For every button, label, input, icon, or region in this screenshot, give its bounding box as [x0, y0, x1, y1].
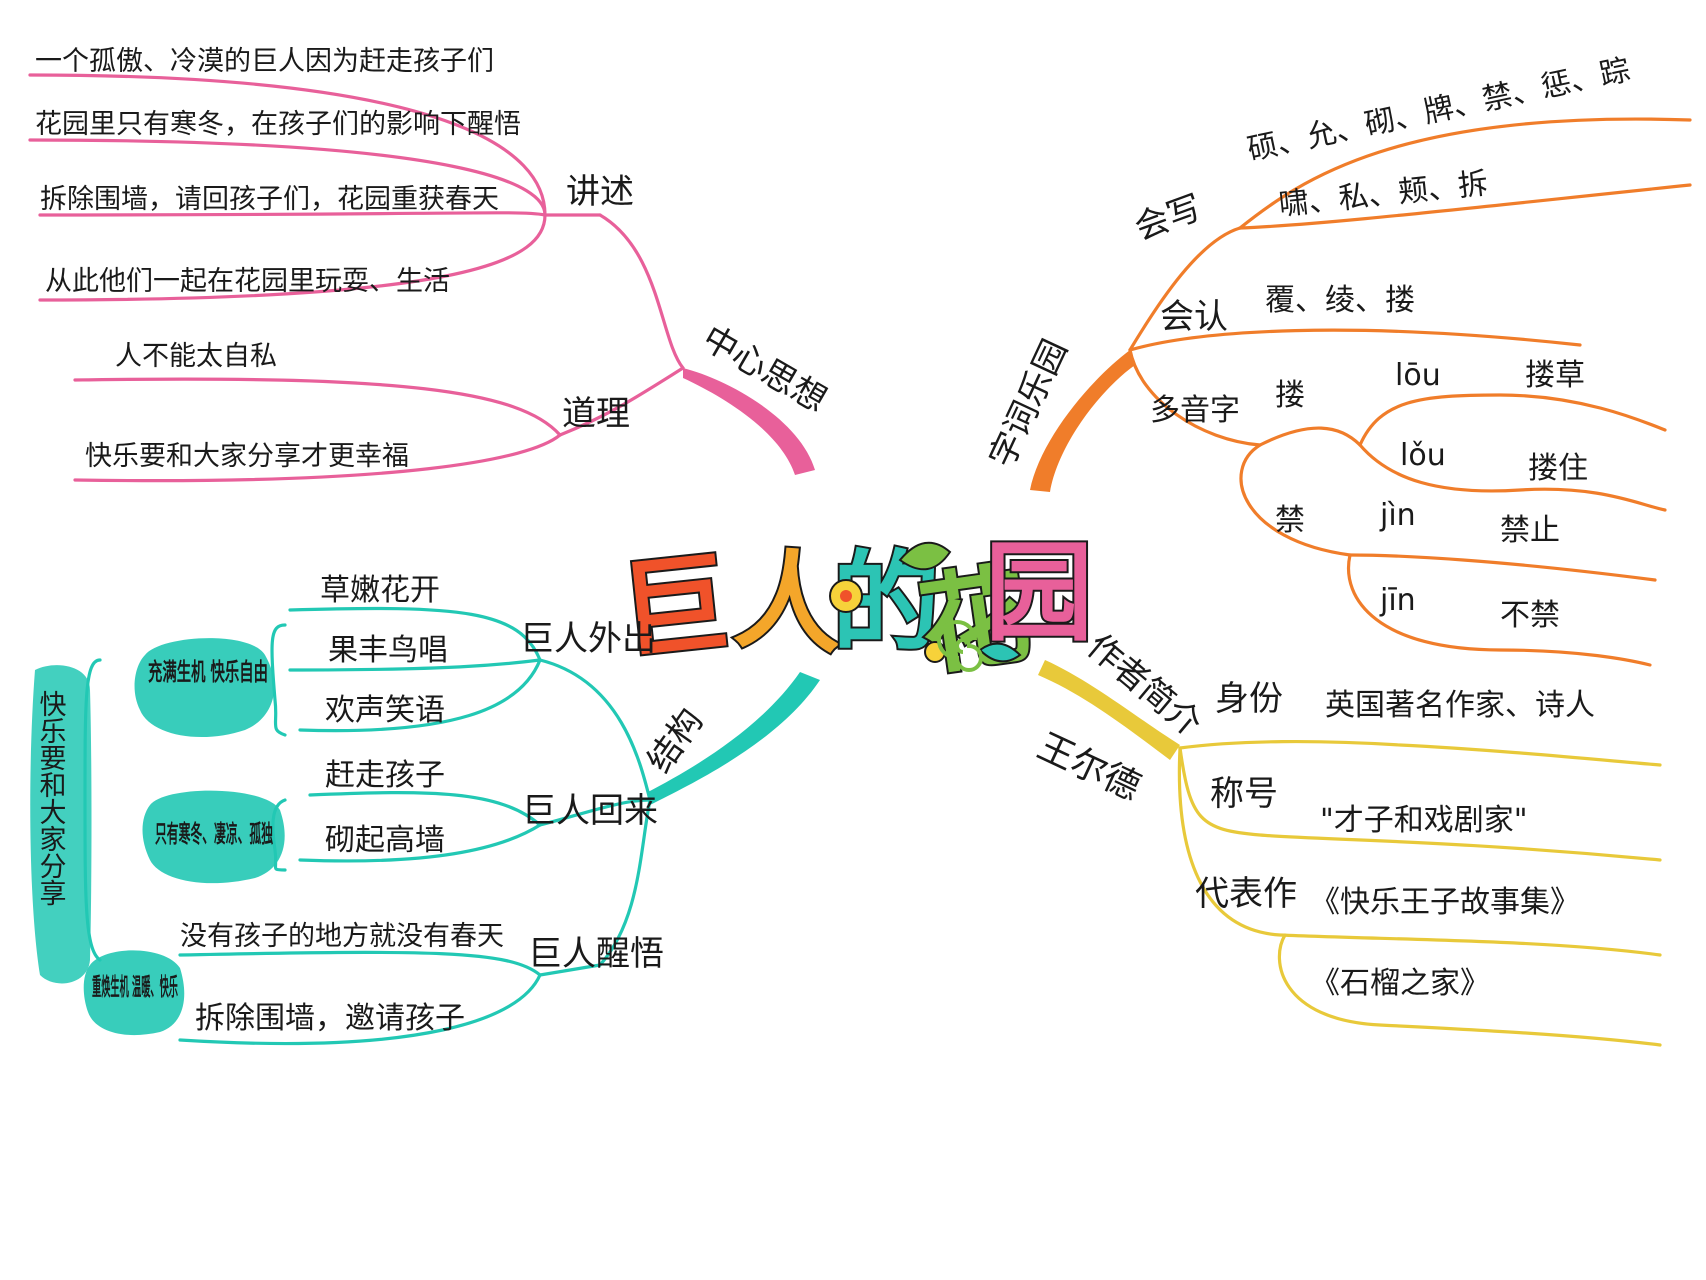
identity-text: 英国著名作家、诗人: [1325, 688, 1595, 723]
out-item-1: 草嫩花开: [320, 573, 440, 608]
write-line-2: 啸、私、颊、拆: [1277, 166, 1490, 223]
back-item-1: 赶走孩子: [325, 758, 445, 793]
polyphone-lou-char: 搂: [1275, 378, 1305, 413]
lesson-label: 道理: [562, 394, 630, 434]
center-idea-label: 中心思想: [696, 318, 834, 421]
polyphone-jin-p2: jīn: [1379, 583, 1416, 618]
polyphone-lou-p1: lōu: [1395, 358, 1441, 393]
branch-author: 作者简介 王尔德 身份 英国著名作家、诗人 称号 "才子和戏剧家" 代表作 《快…: [1031, 626, 1662, 1047]
author-name: 王尔德: [1031, 726, 1146, 809]
works-label: 代表作: [1195, 874, 1297, 914]
structure-side-label: 快乐要和大家分享: [35, 690, 67, 906]
polyphone-jin-p1: jìn: [1379, 498, 1416, 533]
out-label: 巨人外出: [520, 619, 656, 659]
awake-blob-text: 重焕生机 温暖、快乐: [92, 973, 178, 1001]
narrate-item-1: 一个孤傲、冷漠的巨人因为赶走孩子们: [35, 46, 494, 77]
polyphone-jin-char: 禁: [1275, 503, 1305, 538]
polyphone-jin-w2: 不禁: [1500, 598, 1560, 633]
out-blob: 充满生机 快乐自由: [134, 638, 275, 738]
polyphone-lou-w2: 搂住: [1528, 451, 1588, 486]
spiral-icon: [937, 620, 983, 672]
awake-item-2: 拆除围墙，邀请孩子: [195, 1001, 465, 1036]
recognize-text: 覆、绫、搂: [1265, 283, 1415, 318]
title-name-text: "才子和戏剧家": [1320, 803, 1528, 838]
narrate-item-2: 花园里只有寒冬，在孩子们的影响下醒悟: [35, 109, 521, 140]
works-item-2: 《石榴之家》: [1310, 966, 1490, 1001]
back-item-2: 砌起高墙: [325, 823, 445, 858]
back-label: 巨人回来: [522, 791, 658, 831]
title-name-label: 称号: [1210, 774, 1278, 814]
polyphone-jin-w1: 禁止: [1500, 513, 1560, 548]
title-char-2: 人: [731, 537, 847, 669]
narrate-item-3: 拆除围墙，请回孩子们，花园重获春天: [40, 184, 499, 215]
branch-structure: 充满生机 快乐自由 只有寒冬、凄凉、孤独 重焕生机 温暖、快乐 快乐要和大家分享…: [30, 573, 820, 1046]
out-item-3: 欢声笑语: [325, 693, 445, 728]
leaf-icon: [898, 541, 1022, 663]
write-line-1: 硕、允、砌、牌、禁、惩、踪: [1244, 53, 1633, 168]
polyphone-lou-w1: 搂草: [1525, 358, 1585, 393]
out-item-2: 果丰鸟唱: [328, 633, 448, 668]
title-char-5: 园: [985, 531, 1093, 656]
awake-item-1: 没有孩子的地方就没有春天: [180, 921, 504, 952]
out-blob-text: 充满生机 快乐自由: [148, 658, 268, 686]
flower-icon: [829, 579, 946, 663]
identity-label: 身份: [1215, 679, 1283, 719]
awake-blob: 重焕生机 温暖、快乐: [83, 950, 185, 1036]
polyphone-lou-p2: lǒu: [1400, 438, 1446, 473]
narrate-item-4: 从此他们一起在花园里玩耍、生活: [45, 266, 450, 297]
title: 巨 人 的 花 园: [613, 529, 1095, 693]
write-label: 会写: [1129, 188, 1207, 249]
narrate-label: 讲述: [566, 172, 634, 212]
works-item-1: 《快乐王子故事集》: [1310, 885, 1580, 920]
lesson-item-2: 快乐要和大家分享才更幸福: [85, 441, 409, 472]
awake-label: 巨人醒悟: [528, 934, 664, 974]
polyphone-label: 多音字: [1150, 393, 1240, 428]
back-blob-text: 只有寒冬、凄凉、孤独: [155, 820, 273, 848]
share-blob: 快乐要和大家分享: [30, 665, 92, 984]
branch-center-idea: 中心思想 讲述 一个孤傲、冷漠的巨人因为赶走孩子们 花园里只有寒冬，在孩子们的影…: [28, 46, 834, 483]
recognize-label: 会认: [1160, 297, 1228, 337]
title-char-1: 巨: [615, 540, 735, 676]
lesson-item-1: 人不能太自私: [115, 341, 277, 372]
back-blob: 只有寒冬、凄凉、孤独: [142, 790, 285, 884]
